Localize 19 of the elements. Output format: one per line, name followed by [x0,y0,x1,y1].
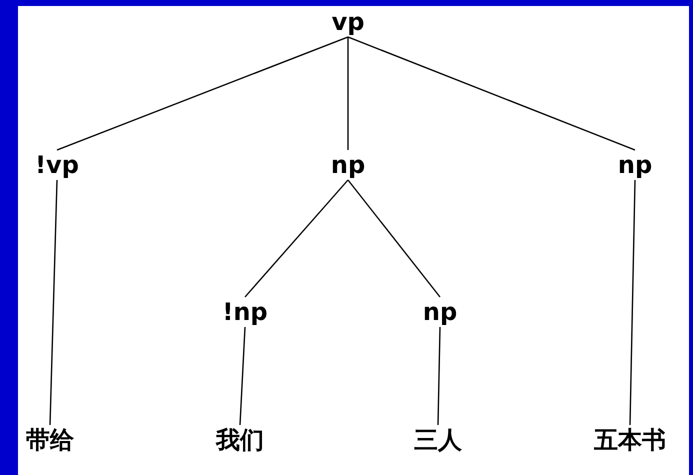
tree-branch [56,36,348,151]
tree-branch [347,180,441,298]
tree-node-label: np [330,150,366,180]
tree-branch [348,36,636,151]
tree-branch [629,180,636,426]
tree-branch [239,326,246,426]
tree-branch [347,37,349,150]
tree-branch [49,180,58,426]
tree-node-label: 带给 [26,425,74,455]
tree-node-label: np [422,297,458,327]
tree-node-label: vp [332,7,364,37]
tree-node-label: 我们 [216,425,264,455]
tree-node-label: 五本书 [594,425,666,455]
tree-node-label: !np [222,297,268,327]
tree-branch [437,326,441,426]
tree-node-label: !vp [35,150,79,180]
tree-node-label: 三人 [414,425,462,455]
tree-node-label: np [618,150,652,180]
tree-branch [244,180,348,298]
